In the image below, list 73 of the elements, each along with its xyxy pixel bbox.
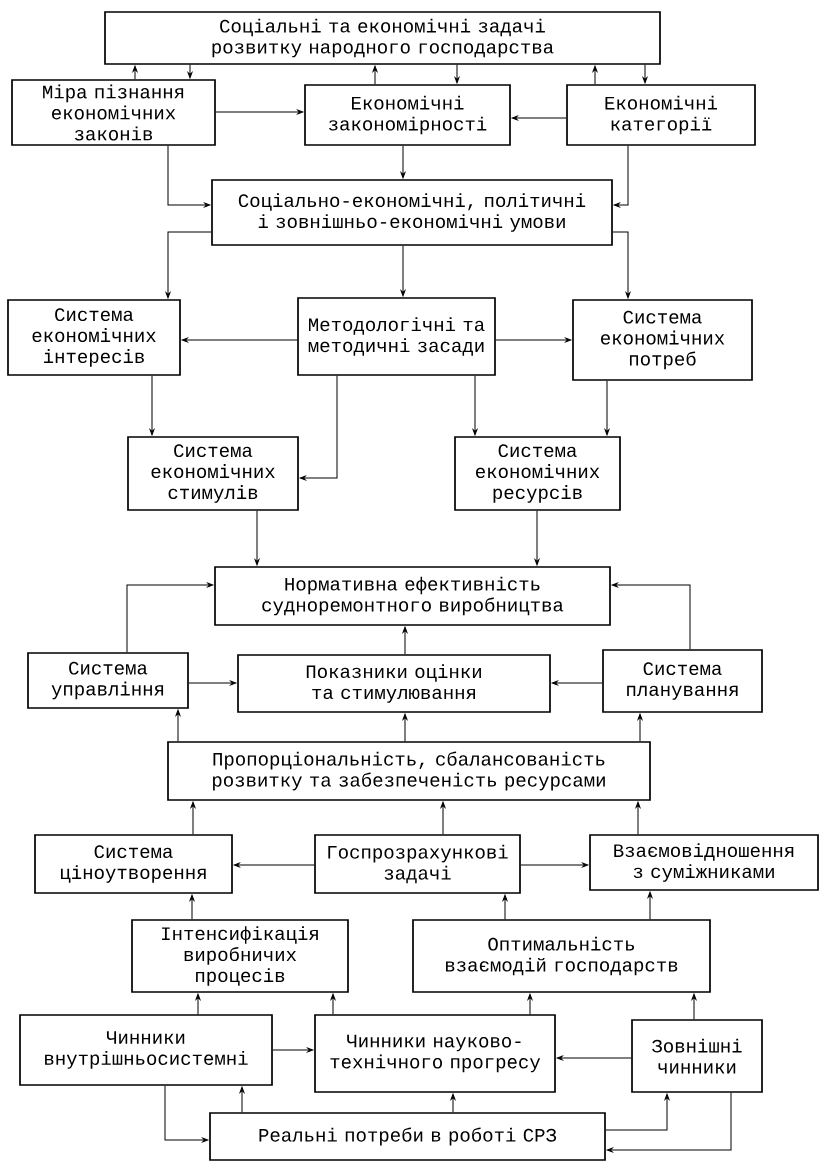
process-box: Інтенсифікація виробничих процесів bbox=[131, 919, 349, 993]
arrow bbox=[181, 337, 298, 343]
arrow bbox=[511, 115, 567, 121]
arrow bbox=[167, 145, 211, 208]
arrow bbox=[534, 510, 540, 566]
process-box: Чинники науково-технічного прогресу bbox=[314, 1014, 556, 1093]
arrow bbox=[272, 1047, 314, 1053]
arrow bbox=[402, 626, 408, 655]
arrow bbox=[187, 64, 193, 79]
arrow bbox=[188, 680, 237, 686]
arrow bbox=[502, 894, 508, 920]
arrow bbox=[606, 1092, 732, 1153]
process-box: Система економічних стимулів bbox=[127, 436, 299, 511]
process-box: Пропорціональність, сбалансованість розвитку та забезпеченість ресурсами bbox=[167, 741, 651, 801]
arrow bbox=[175, 709, 181, 742]
arrow bbox=[520, 862, 589, 868]
process-box: Міра пізнання економічних законів bbox=[11, 79, 216, 146]
process-box: Показники оцінки та стимулювання bbox=[237, 654, 551, 713]
arrow bbox=[189, 894, 195, 920]
arrow bbox=[195, 993, 201, 1015]
arrow bbox=[642, 64, 648, 84]
process-box: Економічні закономірності bbox=[304, 84, 511, 146]
process-box: Економічні категорії bbox=[566, 84, 756, 146]
arrow bbox=[402, 713, 408, 742]
process-box: Госпрозрахункові задачі bbox=[314, 834, 521, 894]
arrow bbox=[440, 801, 446, 835]
process-box: Система ціноутворення bbox=[34, 834, 233, 894]
process-box: Реальні потреби в роботі СРЗ bbox=[209, 1112, 606, 1161]
arrow bbox=[495, 337, 572, 343]
process-box: Система економічних ресурсів bbox=[454, 436, 621, 511]
arrow bbox=[637, 713, 643, 742]
arrow bbox=[592, 65, 598, 85]
arrow bbox=[612, 231, 631, 299]
arrow bbox=[165, 231, 212, 299]
process-box: Система планування bbox=[602, 649, 763, 713]
arrow bbox=[299, 375, 338, 481]
arrow bbox=[647, 891, 653, 920]
arrow bbox=[126, 582, 214, 653]
process-box: Оптимальність взаємодій господарств bbox=[412, 919, 711, 993]
arrow bbox=[556, 1055, 632, 1061]
arrow bbox=[691, 993, 697, 1020]
process-box: Соціальні та економічні задачі розвитку народного господарства bbox=[104, 11, 661, 65]
process-box: Зовнішні чинники bbox=[631, 1019, 763, 1093]
process-box: Нормативна ефективність судноремонтного виробництва bbox=[214, 566, 611, 626]
arrow bbox=[132, 65, 138, 80]
arrow bbox=[239, 1086, 245, 1113]
arrow bbox=[164, 1085, 209, 1143]
arrow bbox=[604, 380, 610, 436]
arrow bbox=[254, 510, 260, 566]
arrow bbox=[372, 65, 378, 85]
process-box: Система економічних інтересів bbox=[7, 299, 181, 376]
arrow bbox=[454, 64, 460, 84]
process-box: Чинники внутрішньосистемні bbox=[19, 1014, 273, 1086]
process-box: Методологічні та методичні засади bbox=[297, 297, 496, 376]
arrow bbox=[527, 993, 533, 1015]
arrow bbox=[472, 375, 478, 436]
arrow bbox=[330, 993, 336, 1015]
arrow bbox=[613, 145, 629, 208]
process-box: Система економічних потреб bbox=[572, 299, 753, 381]
arrow bbox=[605, 1093, 670, 1131]
arrow bbox=[400, 245, 406, 297]
arrow bbox=[551, 680, 603, 686]
arrow bbox=[400, 145, 406, 179]
process-box: Взаємовідношення з суміжниками bbox=[589, 834, 819, 891]
arrow bbox=[611, 582, 691, 650]
process-box: Соціально-економічні, політичні і зовнішньо-економічні умови bbox=[211, 179, 613, 246]
arrow bbox=[215, 109, 304, 115]
arrow bbox=[190, 801, 196, 835]
process-box: Система управління bbox=[27, 652, 189, 709]
arrow bbox=[149, 375, 155, 436]
arrow bbox=[450, 1093, 456, 1113]
arrow bbox=[233, 862, 315, 868]
arrow bbox=[635, 801, 641, 835]
